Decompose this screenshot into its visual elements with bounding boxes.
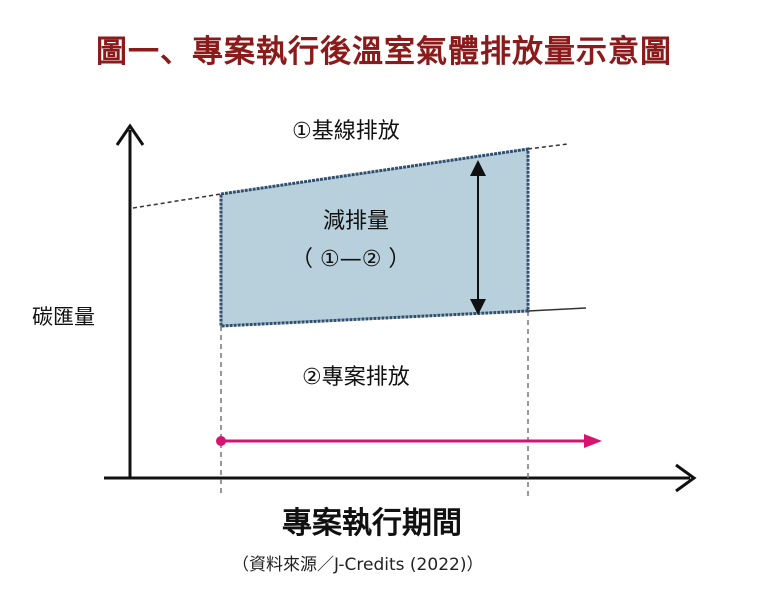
baseline-extension-left [132, 193, 222, 209]
baseline-label: ①基線排放 [292, 119, 400, 144]
y-axis-arrow-icon [115, 123, 145, 146]
baseline-extension-right [527, 143, 569, 150]
project-label: ②專案排放 [302, 365, 410, 390]
period-arrow-head-icon [584, 434, 602, 448]
x-axis-label: 專案執行期間 [282, 506, 462, 541]
y-axis-label: 碳匯量 [32, 305, 95, 329]
reduction-formula-label: （ ①—② ） [291, 247, 410, 272]
project-line-extension [527, 307, 587, 312]
page-title: 圖一、專案執行後溫室氣體排放量示意圖 [96, 34, 672, 70]
source-label: （資料來源／J-Credits (2022)） [232, 555, 483, 575]
reduction-area [219, 147, 530, 328]
reduction-title-label: 減排量 [323, 209, 389, 234]
x-axis-arrow-icon [675, 463, 697, 493]
